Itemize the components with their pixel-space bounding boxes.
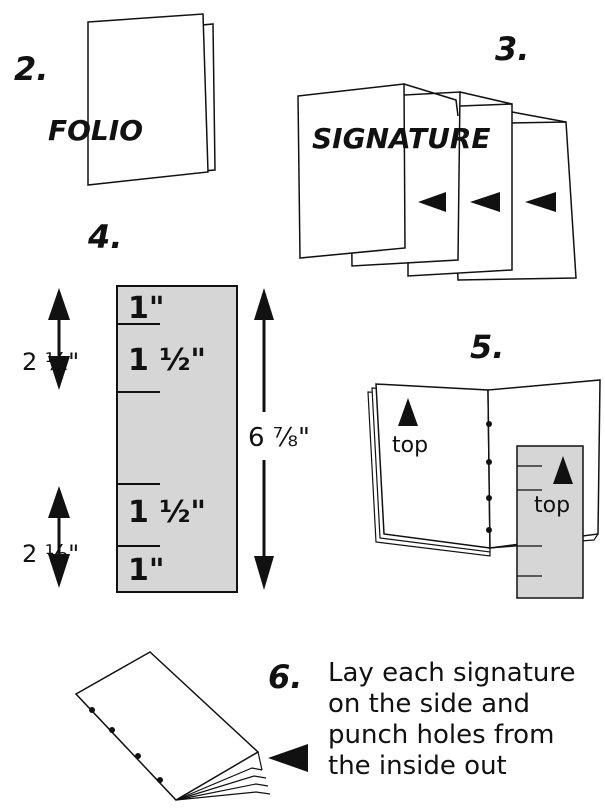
- height-label: 6 ⅞": [248, 423, 310, 453]
- folio-label: FOLIO: [48, 114, 143, 147]
- caption-line: Lay each signature: [328, 658, 576, 688]
- spacing-arrow-bottom: [48, 486, 70, 588]
- down-arrow-icon: [48, 554, 70, 588]
- signature-illustration: [297, 83, 577, 281]
- step-4-number: 4.: [87, 218, 122, 256]
- down-arrow-icon: [254, 556, 274, 590]
- down-arrow-icon: [48, 356, 70, 390]
- caption-line: punch holes from: [328, 720, 555, 750]
- up-arrow-icon: [254, 288, 274, 320]
- caption-line: the inside out: [328, 751, 507, 781]
- step-3-number: 3.: [495, 30, 529, 68]
- step-2-number: 2.: [14, 50, 48, 88]
- mark-label-1: 1": [128, 291, 165, 326]
- up-arrow-icon: [48, 288, 70, 320]
- step-6-number: 6.: [268, 658, 302, 696]
- spacing-arrow-top: [48, 288, 70, 390]
- template-top-label: top: [534, 493, 570, 518]
- punch-template: [116, 285, 238, 593]
- step-5-number: 5.: [470, 328, 504, 366]
- left-arrow-icon: [268, 744, 308, 772]
- caption-line: on the side and: [328, 689, 531, 719]
- spacing-label-top: 2 ½": [22, 348, 79, 376]
- left-arrow-icon: [525, 192, 556, 212]
- signature-arrows: [418, 192, 556, 212]
- template-in-book: [516, 445, 584, 599]
- mark-label-4: 1": [128, 553, 165, 588]
- mark-label-3: 1 ½": [128, 495, 206, 530]
- up-arrow-icon: [398, 398, 418, 426]
- book-top-label: top: [392, 433, 428, 458]
- punch-instructions: Lay each signature on the side and punch…: [328, 658, 588, 782]
- signature-on-side-illustration: [74, 651, 271, 801]
- up-arrow-icon: [48, 486, 70, 518]
- folio-illustration: [87, 13, 216, 186]
- mark-label-2: 1 ½": [128, 343, 206, 378]
- spacing-label-bottom: 2 ½": [22, 540, 79, 568]
- left-arrow-icon: [418, 192, 446, 212]
- left-arrow-icon: [470, 192, 500, 212]
- height-arrow: [254, 288, 274, 590]
- up-arrow-icon: [553, 456, 573, 484]
- signature-label: SIGNATURE: [312, 122, 491, 155]
